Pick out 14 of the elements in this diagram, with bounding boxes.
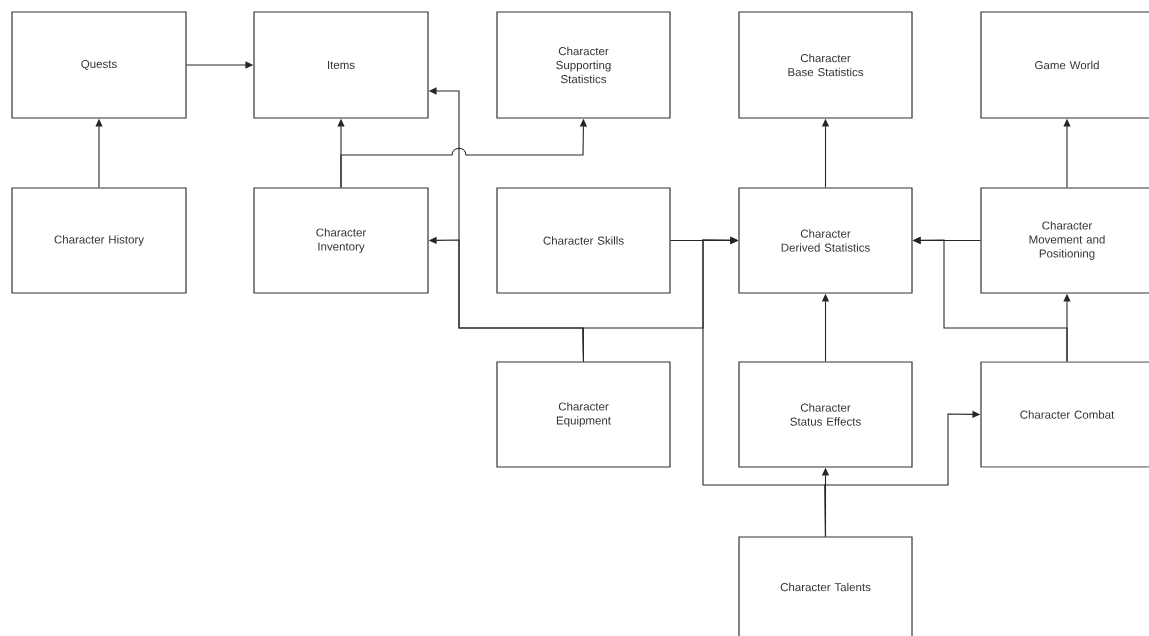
process-box: Character Base Statistics (738, 11, 913, 119)
process-box: Character Combat (980, 361, 1149, 468)
process-box: Character Derived Statistics (738, 187, 913, 294)
process-box: Character Inventory (253, 187, 429, 294)
process-box: Character Movement and Positioning (980, 187, 1149, 294)
process-box: Quests (11, 11, 187, 119)
process-box: Game World (980, 11, 1149, 119)
process-box: Character Status Effects (738, 361, 913, 468)
process-box: Character Equipment (496, 361, 671, 468)
process-box: Character Talents (738, 536, 913, 636)
process-box: Items (253, 11, 429, 119)
process-box: Character History (11, 187, 187, 294)
process-box: Character Skills (496, 187, 671, 294)
process-box: Character Supporting Statistics (496, 11, 671, 119)
